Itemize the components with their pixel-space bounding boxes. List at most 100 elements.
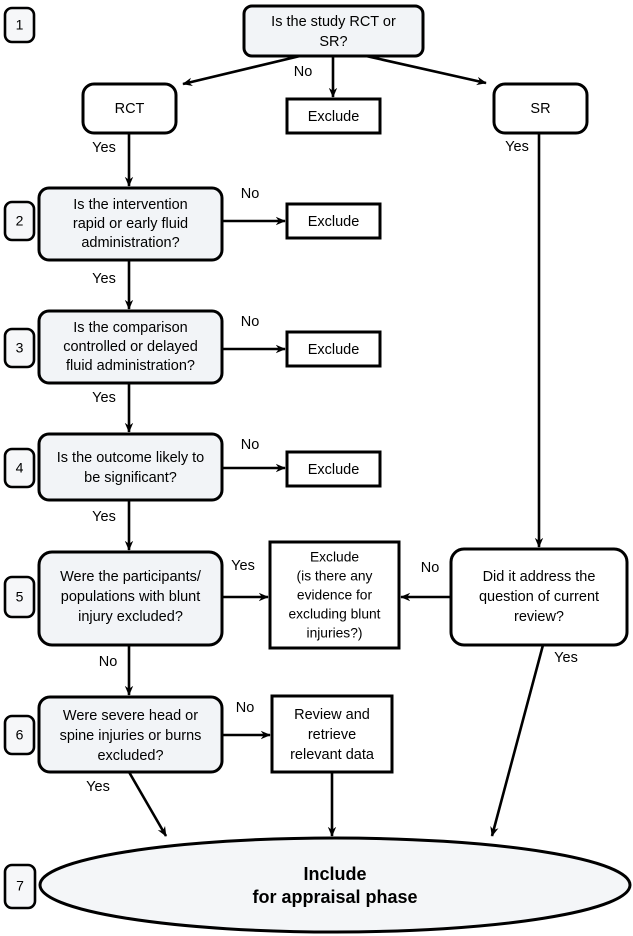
step-badge-1: 1 xyxy=(3,6,36,44)
node-question-6-shape xyxy=(37,695,224,774)
edge-question-yes-to-include xyxy=(490,644,545,837)
node-exclude-5: Exclude (is there any evidence for exclu… xyxy=(268,540,401,650)
node-exclude-5-line4: excluding blunt xyxy=(288,607,380,622)
node-question-6: Were severe head or spine injuries or bu… xyxy=(37,695,224,774)
node-sr-label: SR xyxy=(530,101,550,117)
node-exclude-1: Exclude xyxy=(285,97,382,135)
edge-q6-to-include xyxy=(127,771,168,837)
edge-label-q5-no: No xyxy=(99,654,118,670)
node-exclude-3-shape xyxy=(285,330,382,368)
badge-1-shape xyxy=(3,6,36,44)
node-question-sr-line3: review? xyxy=(514,609,564,625)
node-include-line1: Include xyxy=(303,864,366,884)
node-exclude-4-shape xyxy=(285,450,382,488)
badge-5-label: 5 xyxy=(16,589,24,605)
node-exclude-5-line3: evidence for xyxy=(297,588,373,603)
step-badge-6: 6 xyxy=(3,714,36,756)
badge-3-shape xyxy=(3,327,36,369)
node-exclude-4-label: Exclude xyxy=(308,462,360,478)
node-question-2-line2: rapid or early fluid xyxy=(73,216,188,232)
badge-7-label: 7 xyxy=(16,878,24,894)
node-question-2-line3: administration? xyxy=(81,235,179,251)
node-rct-label: RCT xyxy=(115,101,145,117)
node-question-6-line3: excluded? xyxy=(97,748,163,764)
node-exclude-5-line5: injuries?) xyxy=(307,626,363,641)
edge-label-q2-yes: Yes xyxy=(92,271,116,287)
node-review-line3: relevant data xyxy=(290,747,375,763)
edge-label-q1-no: No xyxy=(294,64,313,80)
badge-2-label: 2 xyxy=(16,213,24,229)
node-question-3-shape xyxy=(37,309,224,385)
node-review-line1: Review and xyxy=(294,707,370,723)
node-review-line2: retrieve xyxy=(308,727,356,743)
node-question-4-line1: Is the outcome likely to xyxy=(57,450,205,466)
node-exclude-1-label: Exclude xyxy=(308,109,360,125)
node-include-terminal: Include for appraisal phase xyxy=(38,836,632,934)
node-rct-shape xyxy=(81,82,178,135)
edge-label-question-yes: Yes xyxy=(554,650,578,666)
node-exclude-5-shape xyxy=(268,540,401,650)
node-question-4-shape xyxy=(37,432,224,502)
node-question-5: Were the participants/ populations with … xyxy=(37,550,224,647)
node-rct: RCT xyxy=(81,82,178,135)
node-question-3: Is the comparison controlled or delayed … xyxy=(37,309,224,385)
node-exclude-2-label: Exclude xyxy=(308,214,360,230)
step-badge-7: 7 xyxy=(3,863,37,910)
node-sr-shape xyxy=(492,82,589,135)
node-question-6-line1: Were severe head or xyxy=(63,708,198,724)
node-exclude-1-shape xyxy=(285,97,382,135)
badge-1-label: 1 xyxy=(16,17,24,33)
node-question-5-line2: populations with blunt xyxy=(61,589,200,605)
edge-label-rct-yes: Yes xyxy=(92,140,116,156)
node-include-shape xyxy=(38,836,632,934)
badge-4-shape xyxy=(3,447,36,489)
node-question-4-line2: be significant? xyxy=(84,470,177,486)
node-question-2-shape xyxy=(37,186,224,262)
node-include-line2: for appraisal phase xyxy=(252,887,417,907)
step-badge-2: 2 xyxy=(3,200,36,242)
badge-3-label: 3 xyxy=(16,340,24,356)
edge-label-q4-yes: Yes xyxy=(92,509,116,525)
node-review-retrieve-shape xyxy=(270,694,394,774)
node-question-4: Is the outcome likely to be significant? xyxy=(37,432,224,502)
step-badge-5: 5 xyxy=(3,575,36,619)
node-question-3-line2: controlled or delayed xyxy=(63,339,198,355)
node-exclude-4: Exclude xyxy=(285,450,382,488)
node-question-3-line3: fluid administration? xyxy=(66,358,195,374)
node-exclude-5-line1: Exclude xyxy=(310,550,359,565)
node-exclude-3: Exclude xyxy=(285,330,382,368)
edges-layer xyxy=(124,54,545,837)
node-question-5-line3: injury excluded? xyxy=(78,609,183,625)
edge-q1-to-rct xyxy=(182,54,301,86)
node-question-sr: Did it address the question of current r… xyxy=(449,547,629,647)
badge-6-label: 6 xyxy=(16,727,24,743)
node-question-1-line2: SR? xyxy=(319,34,347,50)
node-question-2-line1: Is the intervention xyxy=(73,197,187,213)
node-question-1: Is the study RCT or SR? xyxy=(242,4,425,58)
node-question-5-shape xyxy=(37,550,224,647)
node-question-sr-shape xyxy=(449,547,629,647)
node-exclude-5-line2: (is there any xyxy=(297,569,373,584)
edge-label-q4-no: No xyxy=(241,437,260,453)
node-question-2: Is the intervention rapid or early fluid… xyxy=(37,186,224,262)
badge-2-shape xyxy=(3,200,36,242)
edge-label-q2-no: No xyxy=(241,186,260,202)
edge-label-question-no: No xyxy=(421,560,440,576)
node-exclude-2-shape xyxy=(285,202,382,240)
node-review-retrieve: Review and retrieve relevant data xyxy=(270,694,394,774)
node-question-1-line1: Is the study RCT or xyxy=(271,14,396,30)
node-question-1-shape xyxy=(242,4,425,58)
edge-label-q3-yes: Yes xyxy=(92,390,116,406)
edge-labels-layer: No Yes Yes No Yes No Yes No Yes Yes No N… xyxy=(86,64,578,795)
node-question-5-line1: Were the participants/ xyxy=(60,569,202,585)
edge-label-q3-no: No xyxy=(241,314,260,330)
edge-label-sr-yes: Yes xyxy=(505,139,529,155)
node-exclude-2: Exclude xyxy=(285,202,382,240)
badge-6-shape xyxy=(3,714,36,756)
edge-label-q6-no: No xyxy=(236,700,255,716)
badge-4-label: 4 xyxy=(16,460,24,476)
badge-7-shape xyxy=(3,863,37,910)
node-question-3-line1: Is the comparison xyxy=(73,320,187,336)
